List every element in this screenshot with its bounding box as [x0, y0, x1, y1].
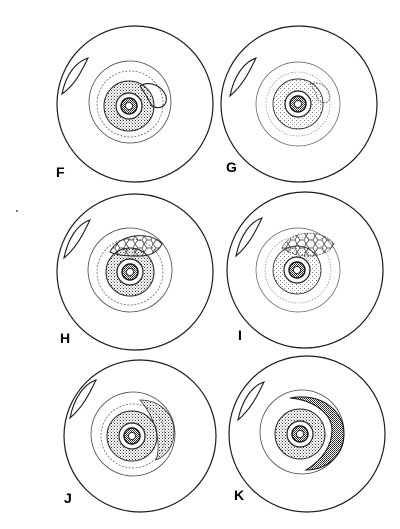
- dark-crescent: [289, 396, 345, 471]
- ring-middle: [265, 71, 331, 137]
- outer-membrane: [56, 193, 214, 351]
- panel-label-h: H: [60, 330, 70, 346]
- nucleus-center: [294, 100, 302, 108]
- cap-outline: [139, 83, 167, 109]
- panel-label-i: I: [238, 327, 242, 343]
- ring-outer: [255, 227, 341, 313]
- nucleus-center: [293, 266, 301, 274]
- ring-outer: [255, 61, 341, 147]
- ring-outer: [90, 391, 176, 477]
- nucleus-center: [296, 430, 304, 438]
- nucleus-center: [125, 102, 133, 110]
- panel-g: G: [220, 25, 378, 183]
- panel-j: J: [63, 359, 217, 513]
- nucleus-center: [128, 432, 136, 440]
- lens-shape: [61, 57, 90, 96]
- nucleus-center: [126, 268, 134, 276]
- outer-membrane: [56, 25, 214, 183]
- panel-f: F: [56, 25, 214, 183]
- cap-outline: [309, 82, 331, 104]
- stray-mark: [16, 210, 18, 212]
- panel-label-k: K: [234, 487, 244, 503]
- ring-outer: [87, 227, 173, 313]
- panel-label-g: G: [226, 159, 237, 175]
- outer-membrane: [63, 359, 217, 513]
- panel-i: I: [226, 191, 384, 349]
- lens-shape: [235, 217, 264, 258]
- lens-shape: [229, 57, 258, 98]
- panel-k: K: [228, 355, 386, 513]
- panel-h: H: [56, 193, 214, 351]
- lens-shape: [69, 379, 98, 420]
- outer-membrane: [228, 355, 386, 513]
- panel-label-j: J: [64, 490, 72, 506]
- ring-outer: [88, 60, 172, 144]
- outer-membrane: [226, 191, 384, 349]
- panel-label-f: F: [56, 164, 65, 180]
- ring-middle: [264, 236, 332, 304]
- lens-shape: [237, 381, 266, 422]
- lens-shape: [63, 219, 92, 260]
- ring-middle: [96, 70, 164, 138]
- outer-membrane: [220, 25, 378, 183]
